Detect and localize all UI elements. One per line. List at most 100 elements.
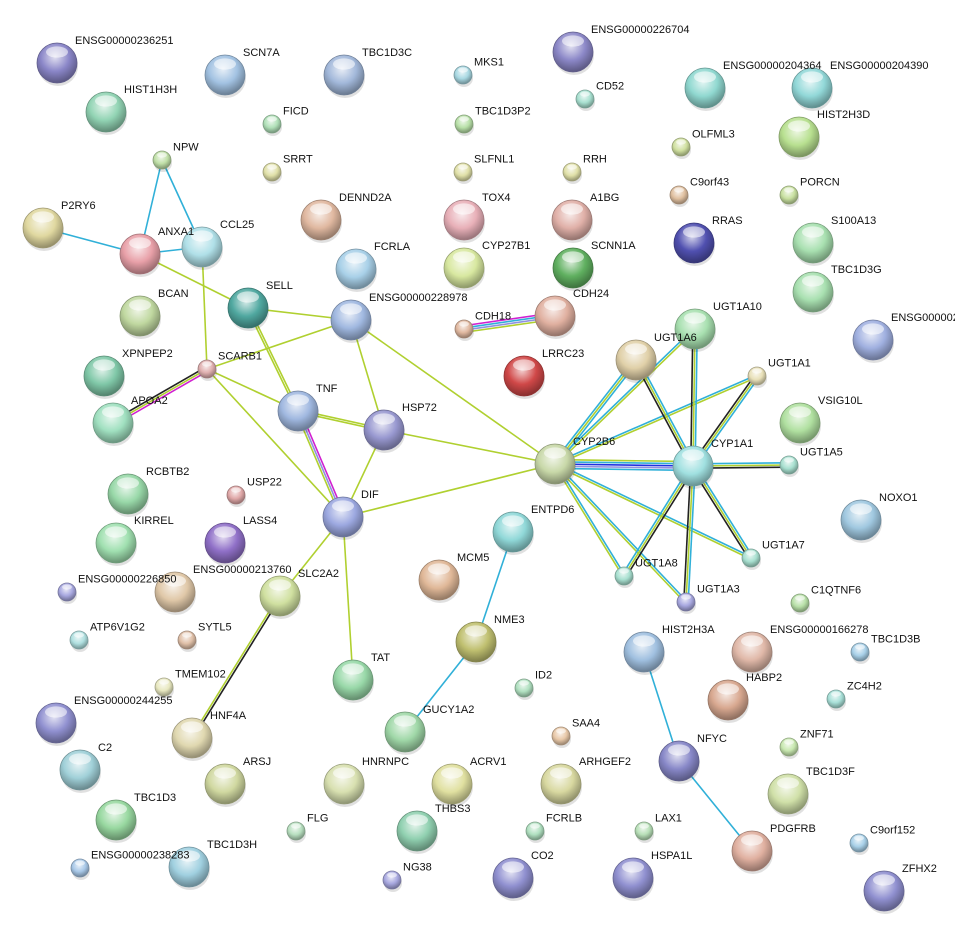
node-apoa2[interactable] xyxy=(92,402,134,446)
node-c9orf152[interactable] xyxy=(849,833,869,855)
node-sell[interactable] xyxy=(227,287,269,331)
node-tbc1d3c[interactable] xyxy=(323,54,365,98)
node-cdh24[interactable] xyxy=(534,295,576,339)
node-tat[interactable] xyxy=(332,659,374,703)
node-cd52[interactable] xyxy=(575,89,595,111)
node-dennd2a[interactable] xyxy=(300,199,342,243)
node-znf71[interactable] xyxy=(779,737,799,759)
node-ugt1a10[interactable] xyxy=(674,308,716,352)
node-scarb1[interactable] xyxy=(197,359,217,381)
node-tox4[interactable] xyxy=(443,199,485,243)
edge-CYP2B6-UGT1A8[interactable] xyxy=(553,463,626,577)
node-c2[interactable] xyxy=(59,749,101,793)
node-fcrla[interactable] xyxy=(335,248,377,292)
node-xpnpep2[interactable] xyxy=(83,355,125,399)
edge-DIF-CYP2B6[interactable] xyxy=(342,463,556,518)
node-c1qtnf6[interactable] xyxy=(790,593,810,615)
node-ensg00000238283[interactable] xyxy=(70,858,90,880)
edge-ENSG00000228978-CYP2B6[interactable] xyxy=(350,319,556,465)
node-noxo1[interactable] xyxy=(840,499,882,543)
node-ugt1a5[interactable] xyxy=(779,455,799,477)
node-ugt1a6[interactable] xyxy=(615,339,657,383)
node-entpd6[interactable] xyxy=(492,511,534,555)
node-scnn1a[interactable] xyxy=(552,247,594,291)
node-nfyc[interactable] xyxy=(658,740,700,784)
node-hspa1l[interactable] xyxy=(612,857,654,901)
node-mcm5[interactable] xyxy=(418,559,460,603)
node-rrh[interactable] xyxy=(562,162,582,184)
node-tbc1d3b[interactable] xyxy=(850,642,870,664)
node-ensg00000228978[interactable] xyxy=(330,299,372,343)
node-vsig10l[interactable] xyxy=(779,402,821,446)
node-hnrnpc[interactable] xyxy=(323,763,365,807)
node-hist2h3d[interactable] xyxy=(778,116,820,160)
node-sytl5[interactable] xyxy=(177,630,197,652)
node-tnf[interactable] xyxy=(277,390,319,434)
node-arhgef2[interactable] xyxy=(540,763,582,807)
node-cyp2b6[interactable] xyxy=(534,443,576,487)
edge-SLC2A2-HNF4A[interactable] xyxy=(190,594,282,740)
node-ensg000002[interactable] xyxy=(852,319,894,363)
node-ugt1a7[interactable] xyxy=(741,548,761,570)
node-id2[interactable] xyxy=(514,678,534,700)
node-tbc1d3f[interactable] xyxy=(767,773,809,817)
node-scn7a[interactable] xyxy=(204,54,246,98)
node-ccl25[interactable] xyxy=(181,226,223,270)
node-ugt1a1[interactable] xyxy=(747,366,767,388)
edge-SCARB1-ENSG00000228978[interactable] xyxy=(206,319,352,370)
node-lrrc23[interactable] xyxy=(503,355,545,399)
node-arsj[interactable] xyxy=(204,763,246,807)
node-co2[interactable] xyxy=(492,857,534,901)
edge-SCARB1-DIF[interactable] xyxy=(206,368,344,518)
node-gucy1a2[interactable] xyxy=(384,711,426,755)
node-p2ry6[interactable] xyxy=(22,207,64,251)
node-ng38[interactable] xyxy=(382,870,402,892)
node-a1bg[interactable] xyxy=(551,199,593,243)
node-ensg00000204364[interactable] xyxy=(684,67,726,111)
node-tbc1d3g[interactable] xyxy=(792,271,834,315)
node-hnf4a[interactable] xyxy=(171,717,213,761)
node-tbc1d3[interactable] xyxy=(95,799,137,843)
node-cyp27b1[interactable] xyxy=(443,247,485,291)
edge-CYP2B6-UGT1A7[interactable] xyxy=(554,462,752,560)
node-s100a13[interactable] xyxy=(792,222,834,266)
node-slc2a2[interactable] xyxy=(259,575,301,619)
node-ugt1a3[interactable] xyxy=(676,592,696,614)
edge-CYP2B6-CYP1A1[interactable] xyxy=(554,458,694,472)
node-atp6v1g2[interactable] xyxy=(69,630,89,652)
node-srrt[interactable] xyxy=(262,162,282,184)
edge-CYP2B6-UGT1A10[interactable] xyxy=(553,327,697,466)
node-ensg00000236251[interactable] xyxy=(36,42,78,86)
node-mks1[interactable] xyxy=(453,65,473,87)
node-ensg00000226850[interactable] xyxy=(57,582,77,604)
node-tmem102[interactable] xyxy=(154,677,174,699)
node-thbs3[interactable] xyxy=(396,810,438,854)
edge-CYP1A1-UGT1A8[interactable] xyxy=(621,464,696,578)
node-rcbtb2[interactable] xyxy=(107,473,149,517)
edge-CYP2B6-UGT1A1[interactable] xyxy=(554,374,758,466)
node-usp22[interactable] xyxy=(226,485,246,507)
edge-HSP72-CYP2B6[interactable] xyxy=(383,429,556,465)
node-rras[interactable] xyxy=(673,222,715,266)
node-kirrel[interactable] xyxy=(95,522,137,566)
node-ensg00000244255[interactable] xyxy=(35,702,77,746)
node-lax1[interactable] xyxy=(634,821,654,843)
node-tbc1d3h[interactable] xyxy=(168,846,210,890)
edge-CYP2B6-UGT1A3[interactable] xyxy=(553,462,688,604)
node-ensg00000204390[interactable] xyxy=(791,67,833,111)
node-cdh18[interactable] xyxy=(454,319,474,341)
node-slfnl1[interactable] xyxy=(453,162,473,184)
node-zc4h2[interactable] xyxy=(826,689,846,711)
node-ensg00000213760[interactable] xyxy=(154,571,196,615)
node-ensg00000166278[interactable] xyxy=(731,631,773,675)
node-pdgfrb[interactable] xyxy=(731,830,773,874)
node-acrv1[interactable] xyxy=(431,763,473,807)
edge-CYP1A1-UGT1A3[interactable] xyxy=(683,465,696,603)
node-hist2h3a[interactable] xyxy=(623,631,665,675)
node-habp2[interactable] xyxy=(707,679,749,723)
node-ugt1a8[interactable] xyxy=(614,566,634,588)
node-olfml3[interactable] xyxy=(671,137,691,159)
node-tbc1d3p2[interactable] xyxy=(454,114,474,136)
